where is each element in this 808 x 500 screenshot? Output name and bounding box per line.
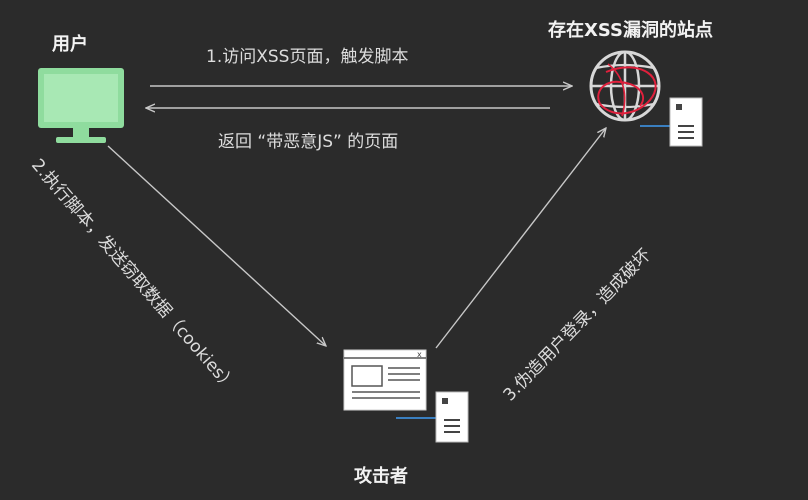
attacker-label: 攻击者: [354, 466, 408, 487]
monitor-icon: [38, 68, 124, 143]
visit-label: 1.访问XSS页面，触发脚本: [206, 47, 409, 67]
user-label: 用户: [52, 34, 88, 55]
arrow-forge: [435, 128, 606, 349]
site-label: 存在XSS漏洞的站点: [548, 20, 713, 41]
return-label: 返回 “带恶意JS” 的页面: [218, 132, 399, 152]
arrow-execute: [107, 145, 326, 346]
annotation-scribble: [597, 63, 657, 117]
site-server-icon: [640, 97, 703, 147]
attacker-server-icon: [396, 391, 469, 443]
globe-icon: [589, 50, 661, 122]
svg-text:x: x: [417, 350, 422, 359]
browser-window-icon: x: [343, 349, 427, 411]
